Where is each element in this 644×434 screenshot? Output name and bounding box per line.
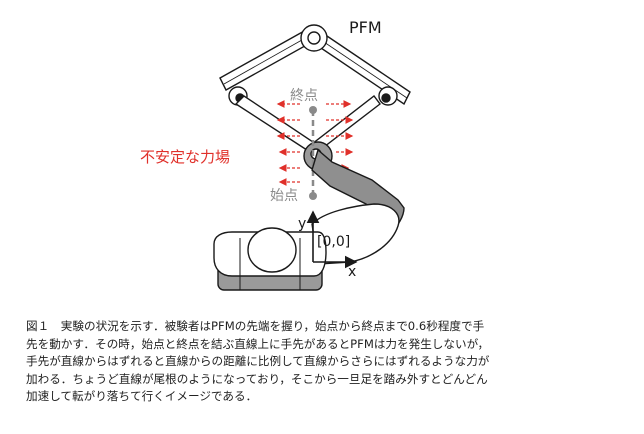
caption-line: 加速して転がり落ちて行くイメージである．	[26, 389, 258, 404]
head	[247, 227, 297, 273]
x-axis-label: x	[348, 264, 356, 280]
caption-line: 手先が直線からはずれると直線からの距離に比例して直線からさらにはずれるような力が	[26, 354, 490, 369]
caption-line: 先を動かす．その時，始点と終点を結ぶ直線上に手先があるとPFMは力を発生しないが…	[26, 336, 490, 351]
figure-caption: 図１ 実験の状況を示す．被験者はPFMの先端を握り，始点から終点まで0.6秒程度…	[26, 318, 630, 406]
caption-line: 図１ 実験の状況を示す．被験者はPFMの先端を握り，始点から終点まで0.6秒程度…	[26, 319, 485, 333]
subject-body	[213, 227, 327, 291]
caption-line: 加わる．ちょうど直線が尾根のようになっており，そこから一旦足を踏み外すとどんどん	[26, 371, 488, 386]
coordinate-axes	[306, 210, 358, 269]
force-field-label: 不安定な力場	[140, 148, 230, 166]
pfm-right-joint-hub	[381, 93, 391, 103]
pfm-top-joint-hub	[307, 31, 321, 45]
pfm-left-lower-link	[234, 95, 318, 153]
start-point-marker	[309, 192, 317, 200]
pfm-label: PFM	[349, 18, 382, 37]
experiment-diagram: PFM 終点 始点 不安定な力場 y [0,0] x	[140, 18, 411, 291]
start-point-label: 始点	[270, 188, 298, 204]
end-point-label: 終点	[290, 88, 318, 104]
experiment-illustration: PFM 終点 始点 不安定な力場 y [0,0] x	[140, 18, 411, 291]
origin-label: [0,0]	[317, 234, 350, 250]
end-point-marker	[309, 106, 317, 114]
pfm-left-upper-link-inner	[223, 35, 310, 85]
subject-arm	[311, 148, 405, 265]
upper-arm	[311, 203, 400, 265]
y-axis-label: y	[298, 216, 306, 232]
